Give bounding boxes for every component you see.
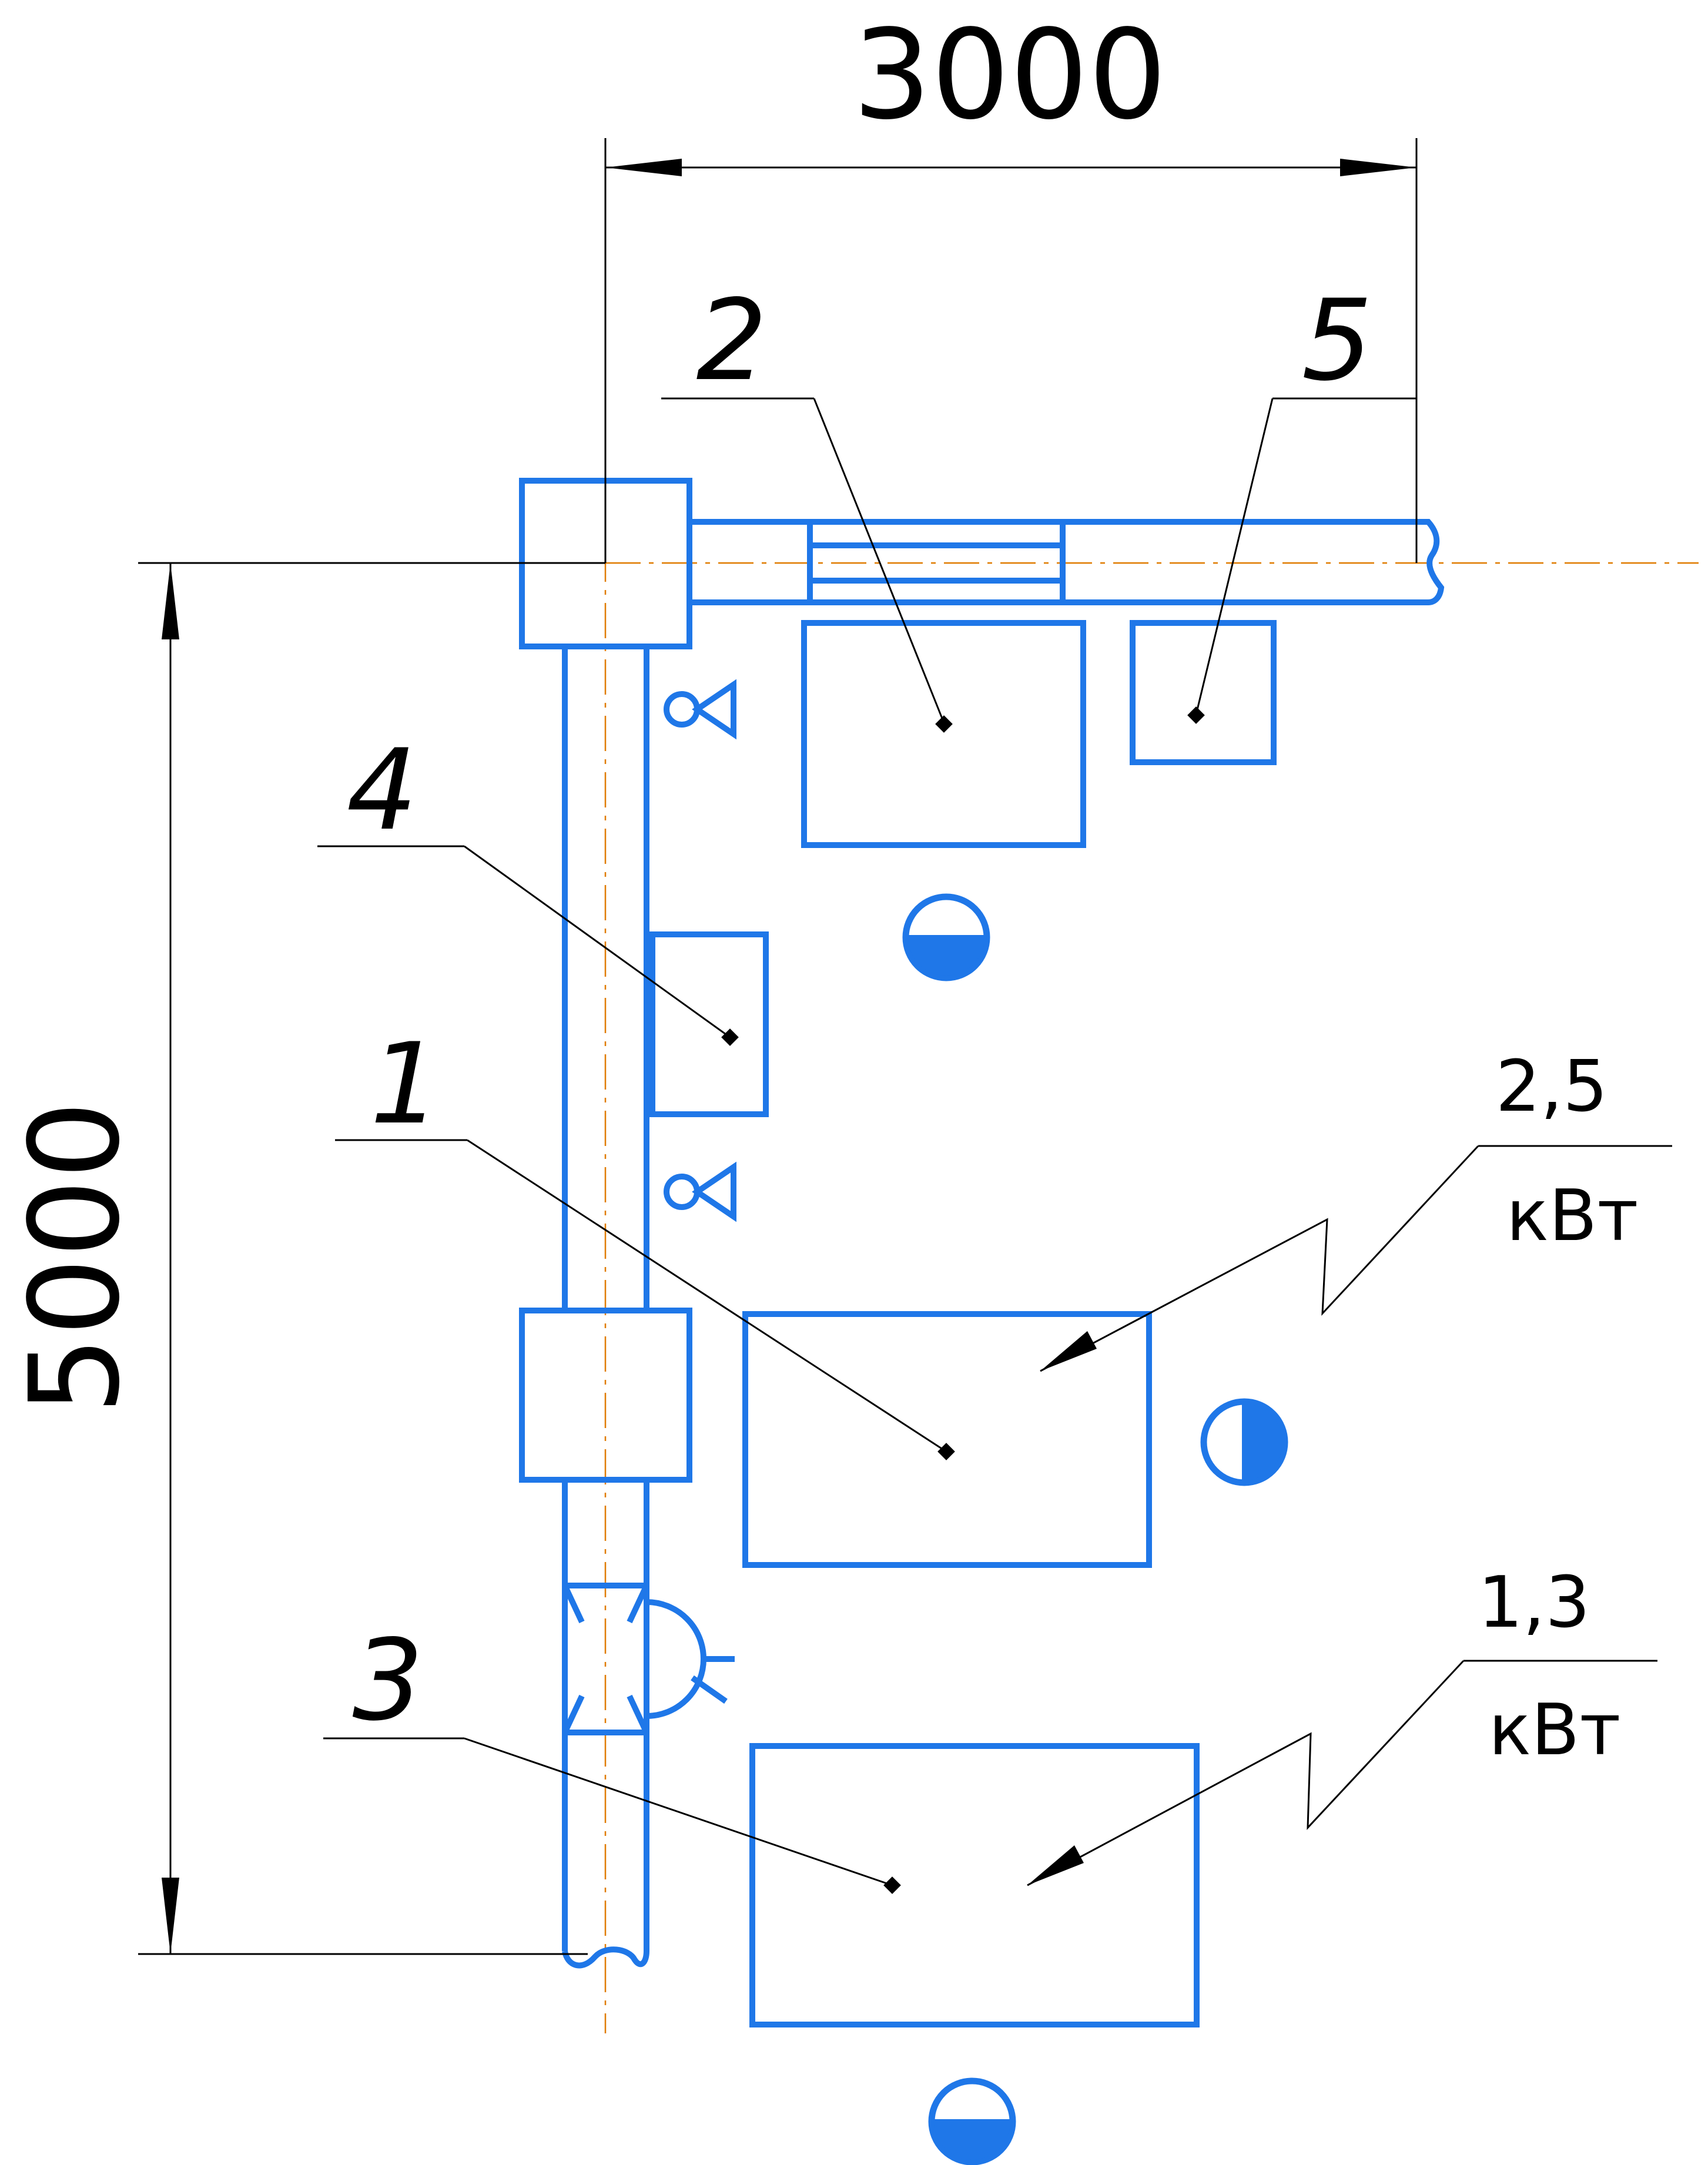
dimension-height <box>138 562 605 1955</box>
equipment-1 <box>742 1311 1152 1568</box>
dimension-height-label: 5000 <box>3 1101 147 1415</box>
power-1-value: 2,5 <box>1496 1046 1608 1128</box>
label-4: 4 <box>347 725 418 855</box>
power-leader-2 <box>1027 1660 1657 1886</box>
door-symbol <box>562 1583 735 1735</box>
equipment-2 <box>801 620 1086 848</box>
leader-4 <box>317 845 739 1046</box>
equipment-3 <box>749 1743 1200 2027</box>
workplace-icon-3 <box>928 2077 1016 2165</box>
label-1: 1 <box>370 1019 441 1149</box>
label-2: 2 <box>696 276 768 405</box>
dimension-width-label: 3000 <box>853 3 1167 147</box>
leader-1 <box>335 1139 955 1460</box>
leader-3 <box>323 1737 901 1894</box>
leader-5 <box>1187 397 1416 724</box>
equipment-5 <box>1130 620 1277 765</box>
equipment-4 <box>649 931 769 1117</box>
wall-fixture-icon-bottom <box>664 1161 736 1222</box>
label-5: 5 <box>1302 276 1373 405</box>
label-3: 3 <box>353 1616 424 1745</box>
power-leader-1 <box>1040 1145 1672 1372</box>
dimension-width <box>604 138 1418 563</box>
power-2-unit: кВт <box>1489 1690 1621 1771</box>
middle-column <box>519 1308 692 1483</box>
workplace-icon-1 <box>902 893 990 981</box>
power-1-unit: кВт <box>1506 1175 1639 1257</box>
left-wall <box>562 646 649 1969</box>
top-wall <box>689 519 1445 605</box>
wall-fixture-icon-top <box>664 679 736 740</box>
power-2-value: 1,3 <box>1478 1562 1590 1644</box>
leader-2 <box>661 397 953 733</box>
workplace-icon-2 <box>1200 1398 1288 1486</box>
